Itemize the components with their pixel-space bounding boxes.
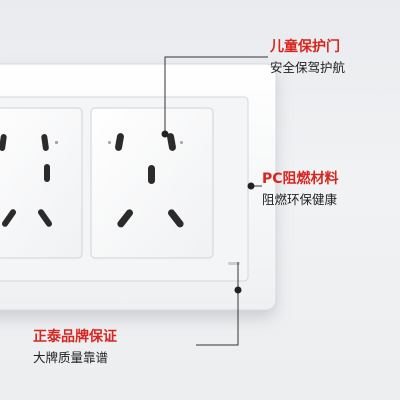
plate-slot: [228, 262, 240, 265]
callout-top-subtitle: 安全保驾护航: [270, 60, 346, 75]
leader-top: [164, 56, 268, 133]
callout-child-protection: 儿童保护门 安全保驾护航: [270, 38, 390, 77]
callout-bottom-title: 正泰品牌保证: [33, 329, 117, 345]
socket-left: [0, 107, 83, 259]
dot-right: [247, 182, 255, 190]
callout-bottom-subtitle: 大牌质量靠谱: [33, 350, 109, 365]
socket-right: [90, 107, 214, 259]
callout-top-title: 儿童保护门: [270, 39, 340, 55]
callout-pc-material: PC阻燃材料 阻燃环保健康: [262, 170, 392, 209]
callout-right-title: PC阻燃材料: [262, 171, 339, 187]
callout-right-subtitle: 阻燃环保健康: [262, 192, 338, 207]
socket-holes: [115, 133, 184, 228]
leader-dots: [161, 130, 255, 294]
dot-bottom: [234, 286, 242, 294]
dot-top: [161, 130, 169, 138]
callout-brand-guarantee: 正泰品牌保证 大牌质量靠谱: [33, 328, 193, 367]
